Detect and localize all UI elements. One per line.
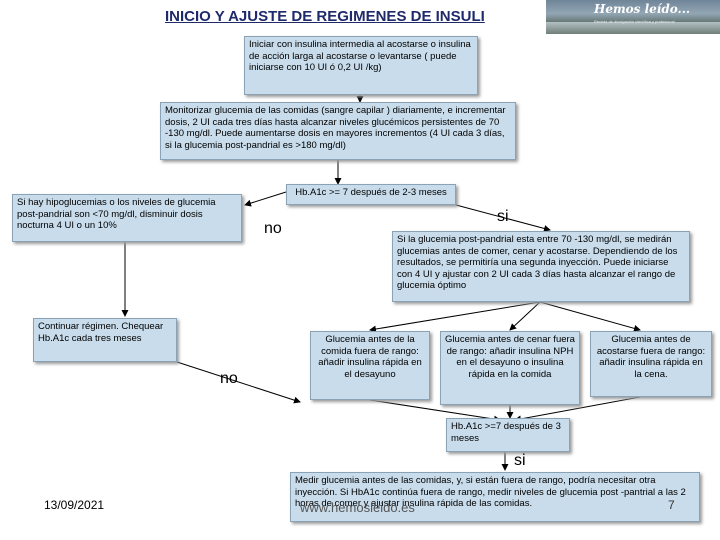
monitor-glucose-box: Monitorizar glucemia de las comidas (san… [160,102,516,160]
si-label-2: si [514,452,526,469]
hba1c-check-box-1: Hb.A1c >= 7 después de 2-3 meses [286,184,456,205]
sea-wave-graphic [546,22,720,34]
slide-date: 13/09/2021 [44,498,105,512]
final-step-box: Medir glucemia antes de las comidas, y, … [290,472,700,522]
postprandial-box: Si la glucemia post-pandrial esta entre … [392,231,690,302]
lunch-glucose-box: Glucemia antes de la comida fuera de ran… [310,331,430,400]
continue-regimen-box: Continuar régimen. Chequear Hb.A1c cada … [33,318,177,362]
banner-tagline: Revista de divulgación científica y prof… [594,19,675,24]
banner-brand: Hemos leído... [594,2,691,16]
si-label-1: si [497,208,509,225]
title-cut-text: INSULI [435,8,485,25]
page-number: 7 [668,498,675,512]
title-text: INICIO Y AJUSTE DE REGIMENES DE [165,8,436,25]
hba1c-check-box-2: Hb.A1c >=7 después de 3 meses [446,418,570,452]
dinner-glucose-box: Glucemia antes de cenar fuera de rango: … [440,331,580,405]
journal-banner-image: Hemos leído... Revista de divulgación ci… [546,0,720,34]
bedtime-glucose-box: Glucemia antes de acostarse fuera de ran… [590,331,712,397]
no-label-2: no [220,370,238,387]
slide-title: INICIO Y AJUSTE DE REGIMENES DE INSULI [165,8,485,25]
site-watermark: www.hemosleido.es [300,500,415,515]
no-label-1: no [264,220,282,237]
start-insulin-box: Iniciar con insulina intermedia al acost… [244,36,478,95]
hypoglycemia-box: Si hay hipoglucemias o los niveles de gl… [12,194,242,242]
